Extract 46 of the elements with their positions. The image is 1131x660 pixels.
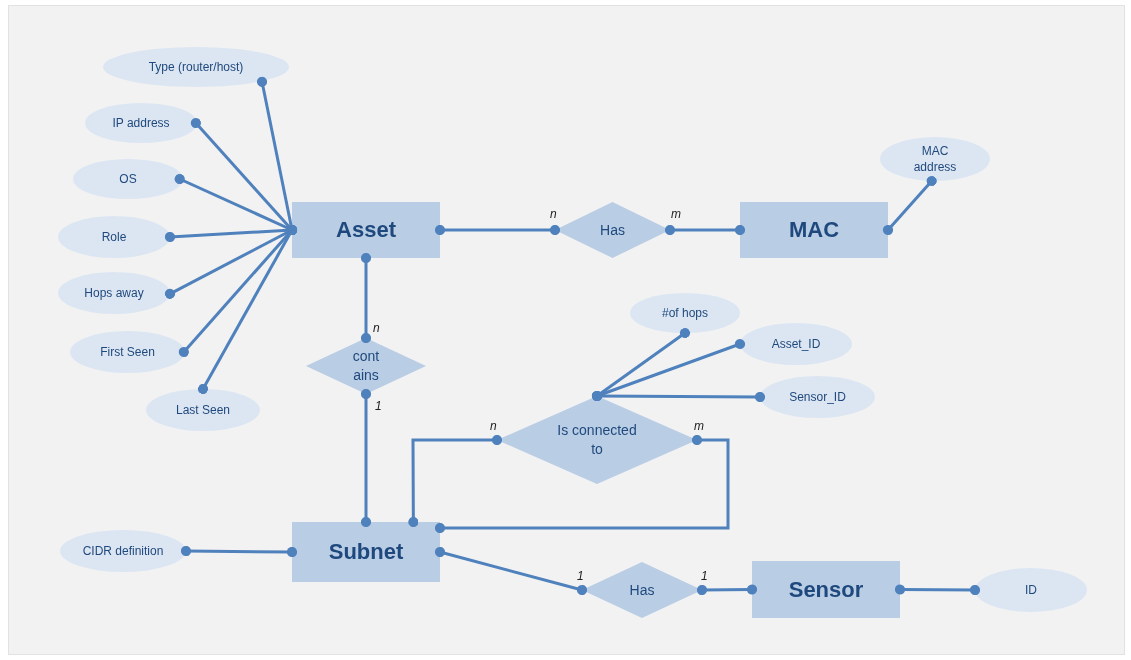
connector-line <box>434 546 588 596</box>
cardinality-label: n <box>549 208 558 220</box>
connector-line <box>696 584 758 596</box>
entity-label: Asset <box>336 216 396 245</box>
attribute-label: CIDR definition <box>82 542 164 560</box>
connector-line <box>360 252 372 344</box>
cardinality-label: n <box>489 420 498 432</box>
cardinality-label: n <box>372 322 381 334</box>
connector-line <box>882 175 937 236</box>
cardinality-label: 1 <box>700 570 709 582</box>
attribute-label: Last Seen <box>175 401 230 419</box>
relationship-label: Is connected to <box>557 421 637 459</box>
attribute-label: Sensor_ID <box>789 388 846 406</box>
relationship-label: cont ains <box>351 347 381 385</box>
entity-box <box>740 202 888 258</box>
connector-line <box>434 224 561 236</box>
cardinality-label: m <box>693 420 705 432</box>
cardinality-label: m <box>670 208 682 220</box>
attribute-label: Role <box>101 228 127 246</box>
attribute-label: Hops away <box>84 284 144 302</box>
connector-line <box>360 388 372 528</box>
connector-line <box>591 390 766 403</box>
connector-line <box>180 545 298 558</box>
relationship-diamond <box>306 338 426 394</box>
attribute-label: Asset_ID <box>771 335 821 353</box>
relationship-label: Has <box>600 220 625 240</box>
connector-line <box>664 224 746 236</box>
cardinality-label: 1 <box>576 570 585 582</box>
attribute-label: #of hops <box>661 304 708 322</box>
attribute-label: IP address <box>112 114 170 132</box>
attribute-label: Type (router/host) <box>148 58 244 76</box>
attribute-label: OS <box>119 170 137 188</box>
entity-label: Sensor <box>788 575 864 604</box>
entity-box <box>752 561 900 618</box>
connector-line <box>894 584 981 596</box>
entity-box <box>292 202 440 258</box>
connector-line <box>408 434 503 528</box>
relationship-label: Has <box>629 580 655 600</box>
entity-label: Subnet <box>328 538 404 567</box>
cardinality-label: 1 <box>374 400 383 412</box>
attribute-label: MAC address <box>912 142 958 176</box>
entity-box <box>292 522 440 582</box>
connector-line <box>434 434 730 534</box>
entity-label: MAC <box>788 216 840 245</box>
attribute-label: First Seen <box>100 343 155 361</box>
attribute-label: ID <box>1025 581 1037 599</box>
